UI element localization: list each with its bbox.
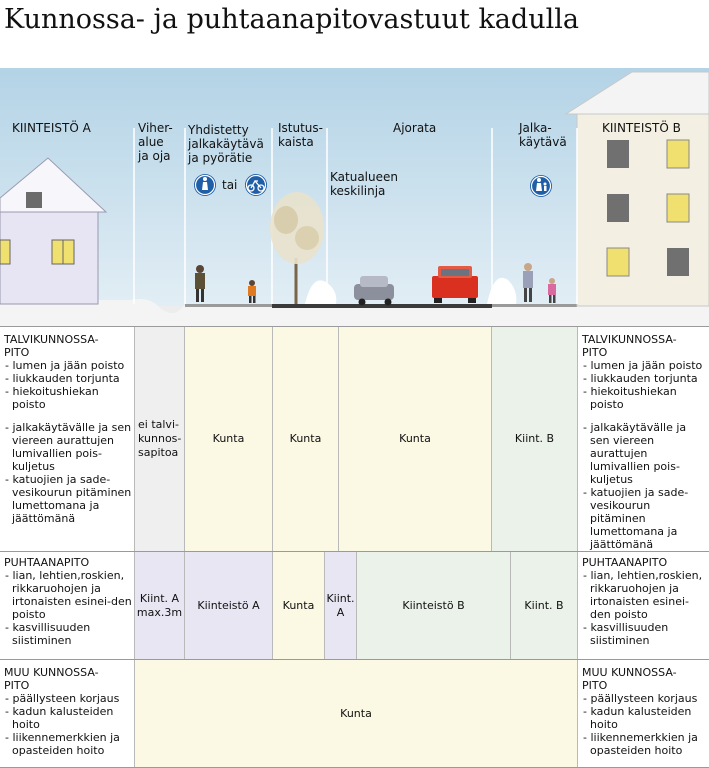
muu-cell-kunta: Kunta bbox=[134, 660, 578, 767]
label-jalkakaytava: Jalka-käytävä bbox=[519, 121, 567, 149]
car-silver bbox=[354, 276, 394, 306]
car-red bbox=[432, 266, 478, 303]
puhtaana-cell-kiinteisto-a: Kiinteistö A bbox=[185, 552, 273, 659]
pedestrian-adult-a bbox=[195, 265, 205, 302]
pedestrian-child-b bbox=[548, 278, 556, 303]
page-title: Kunnossa- ja puhtaanapitovastuut kadulla bbox=[4, 4, 579, 35]
puhtaana-cell-kiinteisto-b: Kiinteistö B bbox=[357, 552, 511, 659]
puhtaana-cell-kiint-a: Kiint. A bbox=[325, 552, 357, 659]
muu-left-text: MUU KUNNOSSA-PITO - päällysteen korjaus … bbox=[4, 666, 120, 757]
talvi-cell-kunta-2: Kunta bbox=[273, 327, 339, 551]
talvi-cell-kunta-3: Kunta bbox=[339, 327, 492, 551]
label-ajorata: Ajorata bbox=[393, 121, 437, 135]
house-b bbox=[564, 71, 709, 307]
talvi-cell-kiint-b: Kiint. B bbox=[492, 327, 578, 551]
talvi-cell-kunta-1: Kunta bbox=[185, 327, 273, 551]
puhtaana-right-text: PUHTAANAPITO - lian, lehtien,roskien, ri… bbox=[582, 556, 703, 647]
puhtaana-cell-kunta: Kunta bbox=[273, 552, 325, 659]
house-a bbox=[0, 157, 108, 305]
puhtaana-cell-kiint-a-max: Kiint. A max.3m bbox=[134, 552, 185, 659]
pedestrian-sign-icon bbox=[194, 174, 216, 196]
label-kiinteisto-a: KIINTEISTÖ A bbox=[12, 121, 91, 135]
label-istutuskaista: Istutus-kaista bbox=[278, 121, 323, 149]
street-cross-section bbox=[0, 68, 709, 326]
talvi-left-text: TALVIKUNNOSSA-PITO - lumen ja jään poist… bbox=[4, 333, 132, 525]
label-kiinteisto-b: KIINTEISTÖ B bbox=[602, 121, 681, 135]
pedestrian-adult-b bbox=[523, 263, 533, 302]
talvi-right-text: TALVIKUNNOSSA-PITO - lumen ja jään poist… bbox=[582, 333, 703, 551]
bicycle-sign-icon bbox=[245, 174, 267, 196]
pedestrian-child-a bbox=[248, 280, 256, 303]
puhtaana-cell-kiint-b: Kiint. B bbox=[511, 552, 578, 659]
muu-right-text: MUU KUNNOSSA-PITO - päällysteen korjaus … bbox=[582, 666, 698, 757]
label-tai: tai bbox=[222, 178, 238, 192]
puhtaana-left-text: PUHTAANAPITO - lian, lehtien,roskien, ri… bbox=[4, 556, 132, 647]
tree bbox=[270, 192, 324, 304]
pedestrian-sign-icon bbox=[530, 175, 552, 197]
talvi-cell-viheralue: ei talvi-kunnos-sapitoa bbox=[134, 327, 185, 551]
